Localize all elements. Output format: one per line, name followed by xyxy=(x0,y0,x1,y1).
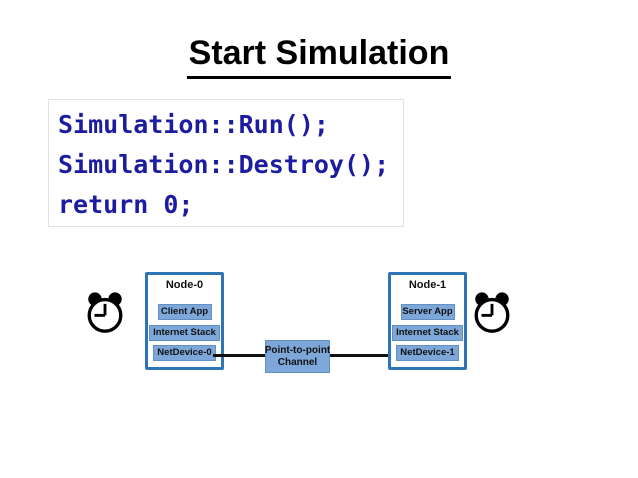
node-1-box: Node-1 Server App Internet Stack NetDevi… xyxy=(388,272,467,370)
code-block: Simulation::Run(); Simulation::Destroy()… xyxy=(48,99,404,227)
code-line-destroy: Simulation::Destroy(); xyxy=(58,150,390,179)
node-0-box: Node-0 Client App Internet Stack NetDevi… xyxy=(145,272,224,370)
channel-label-line2: Channel xyxy=(277,356,318,368)
alarm-clock-icon xyxy=(87,292,123,333)
page-title: Start Simulation xyxy=(0,34,638,79)
alarm-clock-icon xyxy=(474,292,510,333)
netdevice-0-box: NetDevice-0 xyxy=(153,345,216,361)
point-to-point-channel-box: Point-to-point Channel xyxy=(265,340,330,373)
code-line-return: return 0; xyxy=(58,190,194,219)
link-line-right xyxy=(328,354,397,357)
node-1-internet-stack-box: Internet Stack xyxy=(392,325,463,341)
code-line-run: Simulation::Run(); xyxy=(58,110,329,139)
link-line-left xyxy=(213,354,267,357)
node-0-title: Node-0 xyxy=(165,279,204,291)
netdevice-1-box: NetDevice-1 xyxy=(396,345,459,361)
client-app-box: Client App xyxy=(157,304,212,320)
channel-label-line1: Point-to-point xyxy=(264,345,331,356)
server-app-box: Server App xyxy=(400,304,455,320)
node-1-title: Node-1 xyxy=(408,279,447,291)
node-0-internet-stack-box: Internet Stack xyxy=(149,325,220,341)
